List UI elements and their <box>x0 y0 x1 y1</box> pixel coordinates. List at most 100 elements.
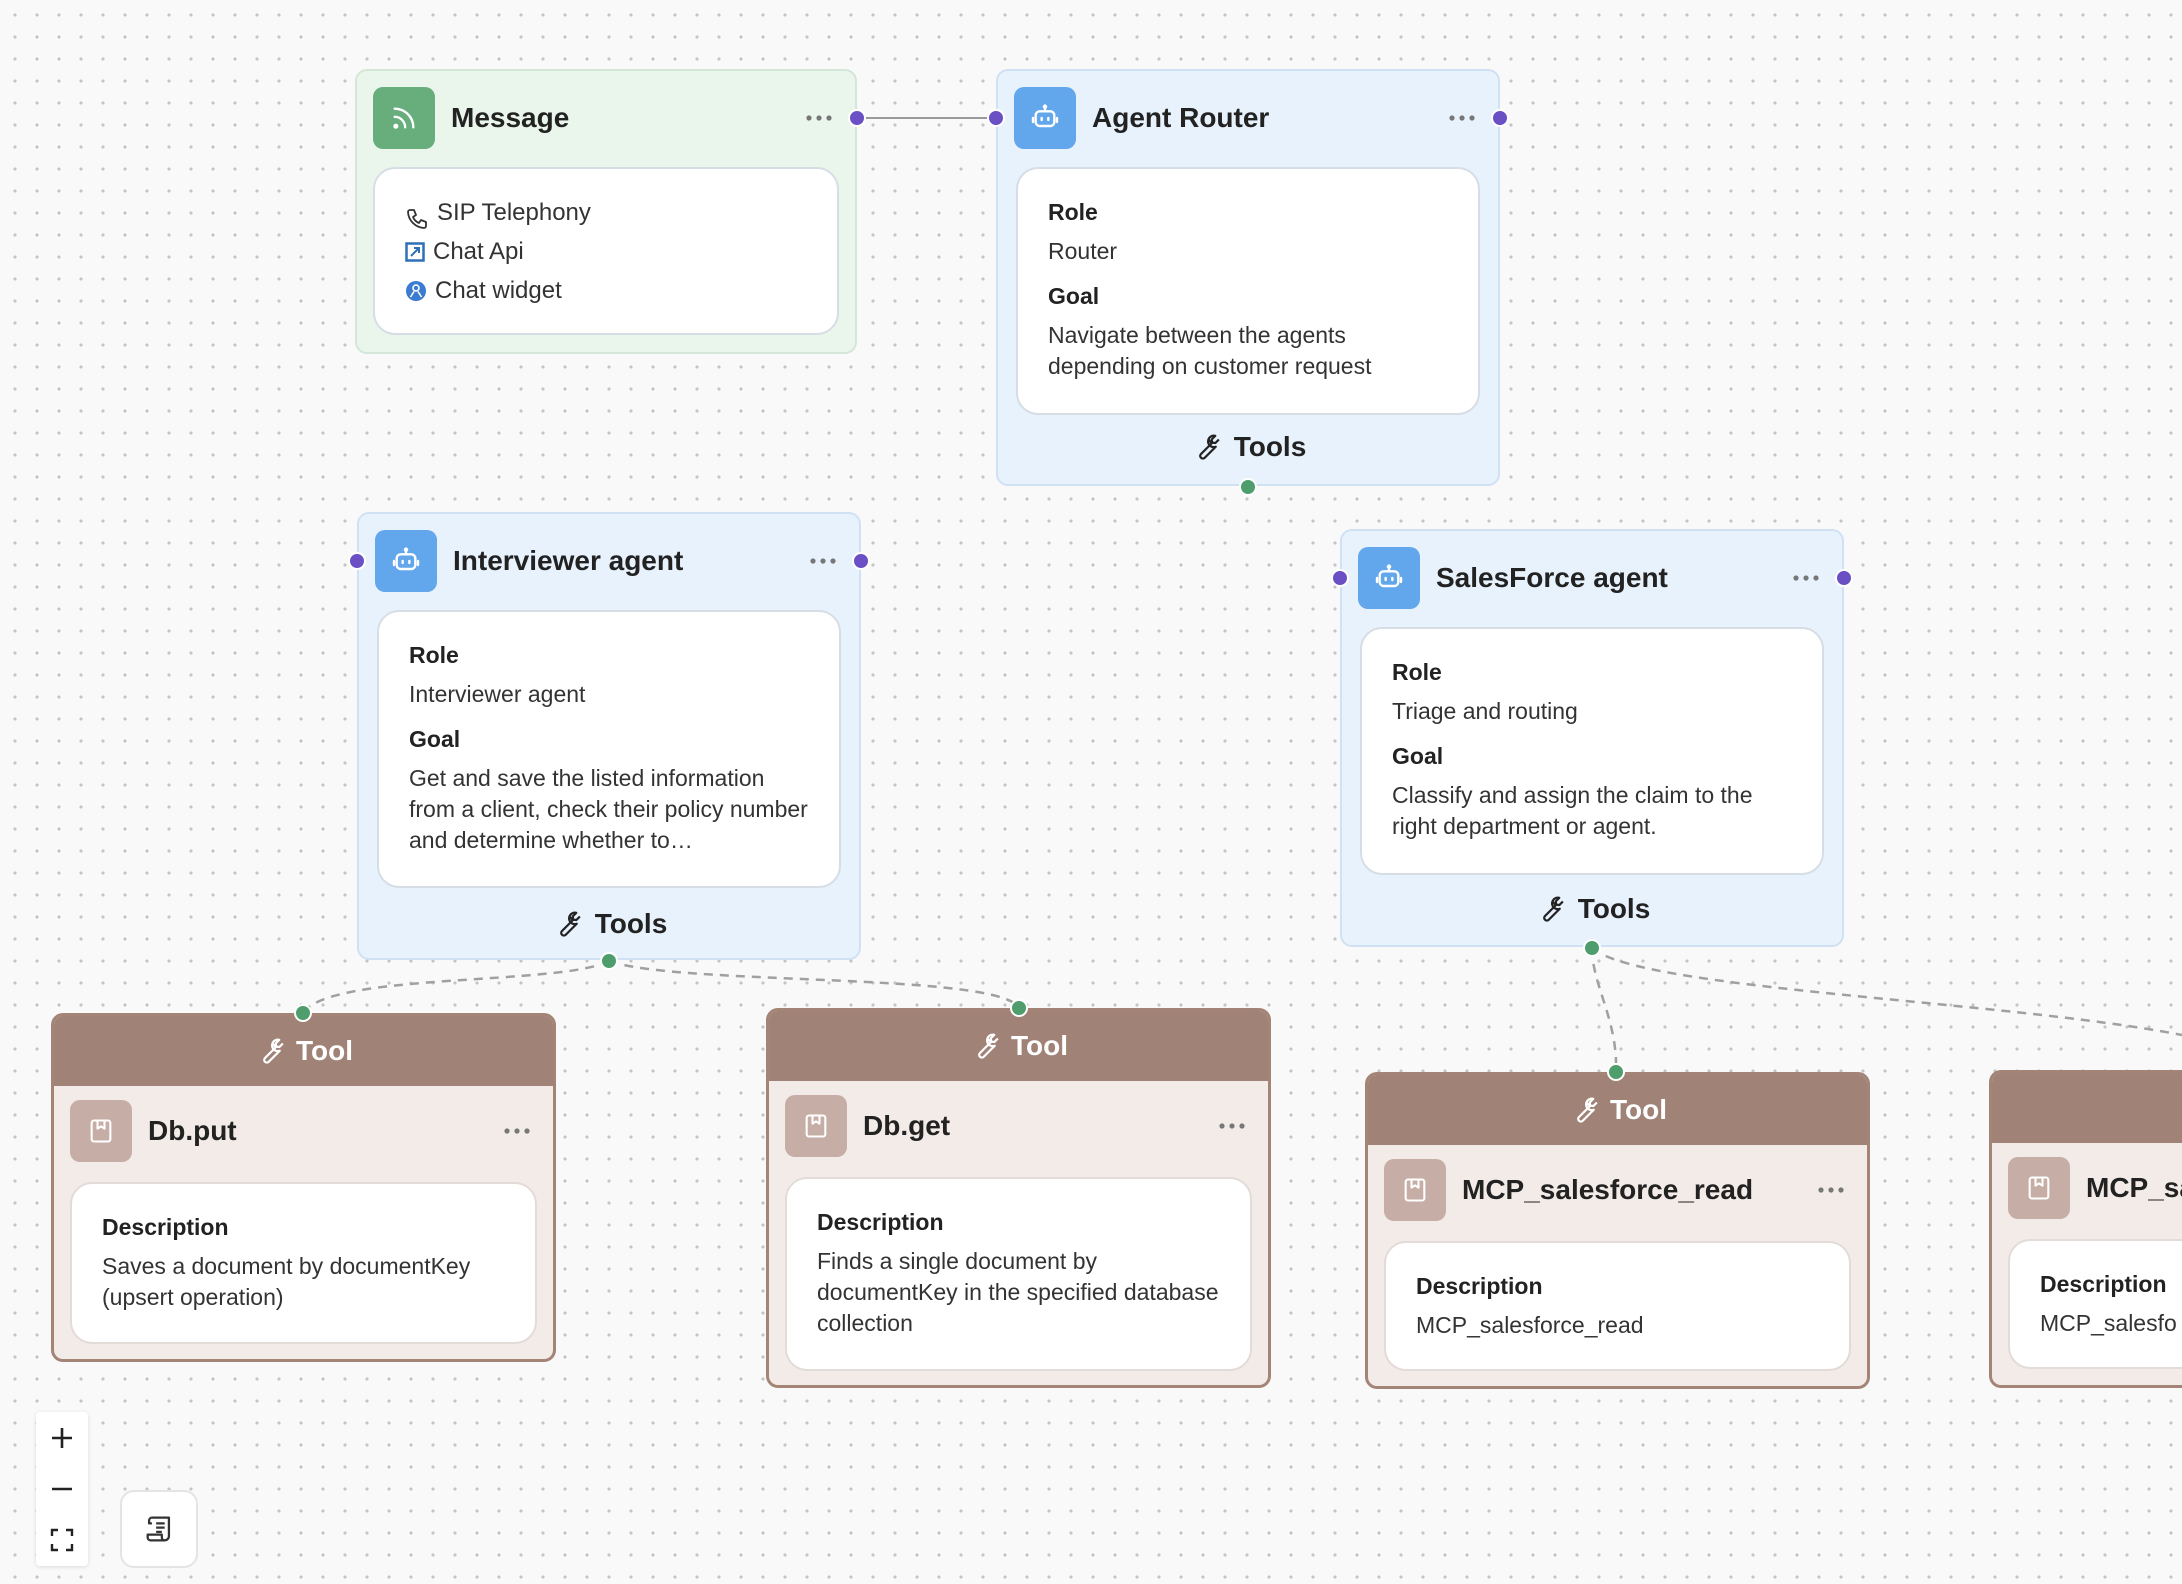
wrench-icon <box>1542 896 1564 922</box>
fit-view-button[interactable] <box>36 1515 88 1566</box>
tools-label: Tools <box>594 908 668 939</box>
more-options-icon[interactable] <box>1786 563 1826 593</box>
router-tools-handle[interactable] <box>1239 478 1257 496</box>
wrench-icon <box>559 911 581 937</box>
fit-view-icon <box>50 1529 74 1552</box>
interviewer-tools-handle[interactable] <box>600 952 618 970</box>
tools-button[interactable]: Tools <box>359 904 859 944</box>
node-header: Message <box>373 87 839 149</box>
channel-item: Chat Api <box>405 232 807 271</box>
tools-label: Tools <box>1577 893 1651 924</box>
widget-circle-icon <box>406 280 426 301</box>
node-title: MCP_salesforce_read <box>1462 1174 1754 1205</box>
role-label: Role <box>409 642 459 668</box>
db-get-input-handle[interactable] <box>1010 999 1028 1017</box>
tool-node-mcp-salesforce-partial[interactable]: MCP_sa Description MCP_salesfo <box>1989 1070 2182 1388</box>
node-title: Message <box>451 102 570 133</box>
description-value: MCP_salesforce_read <box>1416 1312 1644 1338</box>
more-options-icon[interactable] <box>1811 1175 1851 1205</box>
message-node[interactable]: Message SIP Telephony Chat Api Chat widg… <box>355 69 857 354</box>
node-title: Agent Router <box>1092 102 1270 133</box>
tool-node-db-get[interactable]: Tool Db.get Description Finds a single d… <box>766 1008 1271 1388</box>
node-title: Db.get <box>863 1110 951 1141</box>
node-title: MCP_sa <box>2086 1172 2182 1203</box>
role-label: Role <box>1048 199 1098 225</box>
edge-interviewer-to-dbput[interactable] <box>301 959 610 1014</box>
router-input-handle[interactable] <box>987 109 1005 127</box>
more-options-icon[interactable] <box>1442 103 1482 133</box>
node-title: Interviewer agent <box>453 545 684 576</box>
interviewer-output-handle[interactable] <box>852 552 870 570</box>
more-options-icon[interactable] <box>1212 1111 1252 1141</box>
edge-salesforce-to-mcp-read[interactable] <box>1590 947 1618 1073</box>
node-header: Interviewer agent <box>375 530 843 592</box>
tool-node-db-put[interactable]: Tool Db.put Description Saves a document… <box>51 1013 556 1362</box>
agent-details-card: Role Triage and routing Goal Classify an… <box>1360 627 1824 875</box>
more-options-icon[interactable] <box>803 546 843 576</box>
salesforce-input-handle[interactable] <box>1331 569 1349 587</box>
zoom-out-button[interactable] <box>36 1463 88 1514</box>
goal-label: Goal <box>409 726 461 752</box>
wrench-icon <box>978 1033 999 1059</box>
minimap-toggle-button[interactable] <box>120 1490 198 1568</box>
router-output-handle[interactable] <box>1491 109 1509 127</box>
message-output-handle[interactable] <box>848 109 866 127</box>
node-header: MCP_sa <box>2008 1157 2182 1219</box>
tool-header-label: Tool <box>1609 1094 1667 1125</box>
goal-value: Get and save the listed information from… <box>409 765 808 853</box>
description-label: Description <box>2040 1271 2167 1297</box>
node-header: Agent Router <box>1014 87 1482 149</box>
salesforce-output-handle[interactable] <box>1835 569 1853 587</box>
zoom-in-button[interactable] <box>36 1412 88 1463</box>
interviewer-input-handle[interactable] <box>348 552 366 570</box>
bookmark-icon <box>1384 1159 1446 1221</box>
tool-header-label: Tool <box>295 1035 353 1066</box>
interviewer-agent-node[interactable]: Interviewer agent Role Interviewer agent… <box>357 512 861 960</box>
description-value: MCP_salesfo <box>2040 1310 2177 1336</box>
tool-description-card: Description Saves a document by document… <box>70 1182 537 1344</box>
agent-router-node[interactable]: Agent Router Role Router Goal Navigate b… <box>996 69 1500 486</box>
salesforce-tools-handle[interactable] <box>1583 939 1601 957</box>
description-value: Finds a single document by documentKey i… <box>817 1248 1219 1336</box>
channel-label: Chat widget <box>435 276 562 304</box>
plus-icon <box>52 1427 72 1448</box>
channel-list: SIP Telephony Chat Api Chat widget <box>405 193 807 310</box>
tool-description-card: Description MCP_salesfo <box>2008 1239 2182 1369</box>
goal-label: Goal <box>1048 283 1100 309</box>
robot-icon <box>1014 87 1076 149</box>
channels-card: SIP Telephony Chat Api Chat widget <box>373 167 839 335</box>
edge-interviewer-to-dbget[interactable] <box>608 959 1021 1009</box>
db-put-input-handle[interactable] <box>294 1004 312 1022</box>
bookmark-icon <box>2008 1157 2070 1219</box>
salesforce-agent-node[interactable]: SalesForce agent Role Triage and routing… <box>1340 529 1844 947</box>
api-square-icon <box>405 241 425 262</box>
tools-button[interactable]: Tools <box>1342 889 1842 929</box>
role-value: Triage and routing <box>1392 698 1578 724</box>
channel-item: Chat widget <box>405 271 807 310</box>
tools-button[interactable]: Tools <box>998 427 1498 467</box>
agent-details-card: Role Interviewer agent Goal Get and save… <box>377 610 841 888</box>
tool-description-card: Description Finds a single document by d… <box>785 1177 1252 1371</box>
rss-icon <box>373 87 435 149</box>
goal-value: Classify and assign the claim to the rig… <box>1392 782 1753 839</box>
more-options-icon[interactable] <box>799 103 839 133</box>
more-options-icon[interactable] <box>497 1116 537 1146</box>
mcp-read-input-handle[interactable] <box>1607 1063 1625 1081</box>
node-title: SalesForce agent <box>1436 562 1668 593</box>
description-label: Description <box>1416 1273 1543 1299</box>
tool-description-card: Description MCP_salesforce_read <box>1384 1241 1851 1371</box>
goal-value: Navigate between the agents depending on… <box>1048 322 1372 379</box>
channel-label: Chat Api <box>433 237 524 265</box>
description-label: Description <box>102 1214 229 1240</box>
edge-salesforce-to-mcp-second[interactable] <box>1591 947 2182 1037</box>
bookmark-icon <box>785 1095 847 1157</box>
role-value: Interviewer agent <box>409 681 586 707</box>
tool-node-mcp-salesforce-read[interactable]: Tool MCP_salesforce_read Description MCP… <box>1365 1072 1870 1389</box>
goal-label: Goal <box>1392 743 1444 769</box>
node-header: SalesForce agent <box>1358 547 1826 609</box>
scroll-list-icon <box>146 1516 171 1542</box>
node-header: Db.get <box>785 1095 1252 1157</box>
zoom-controls <box>36 1412 88 1566</box>
tool-header: Tool <box>769 1011 1268 1081</box>
